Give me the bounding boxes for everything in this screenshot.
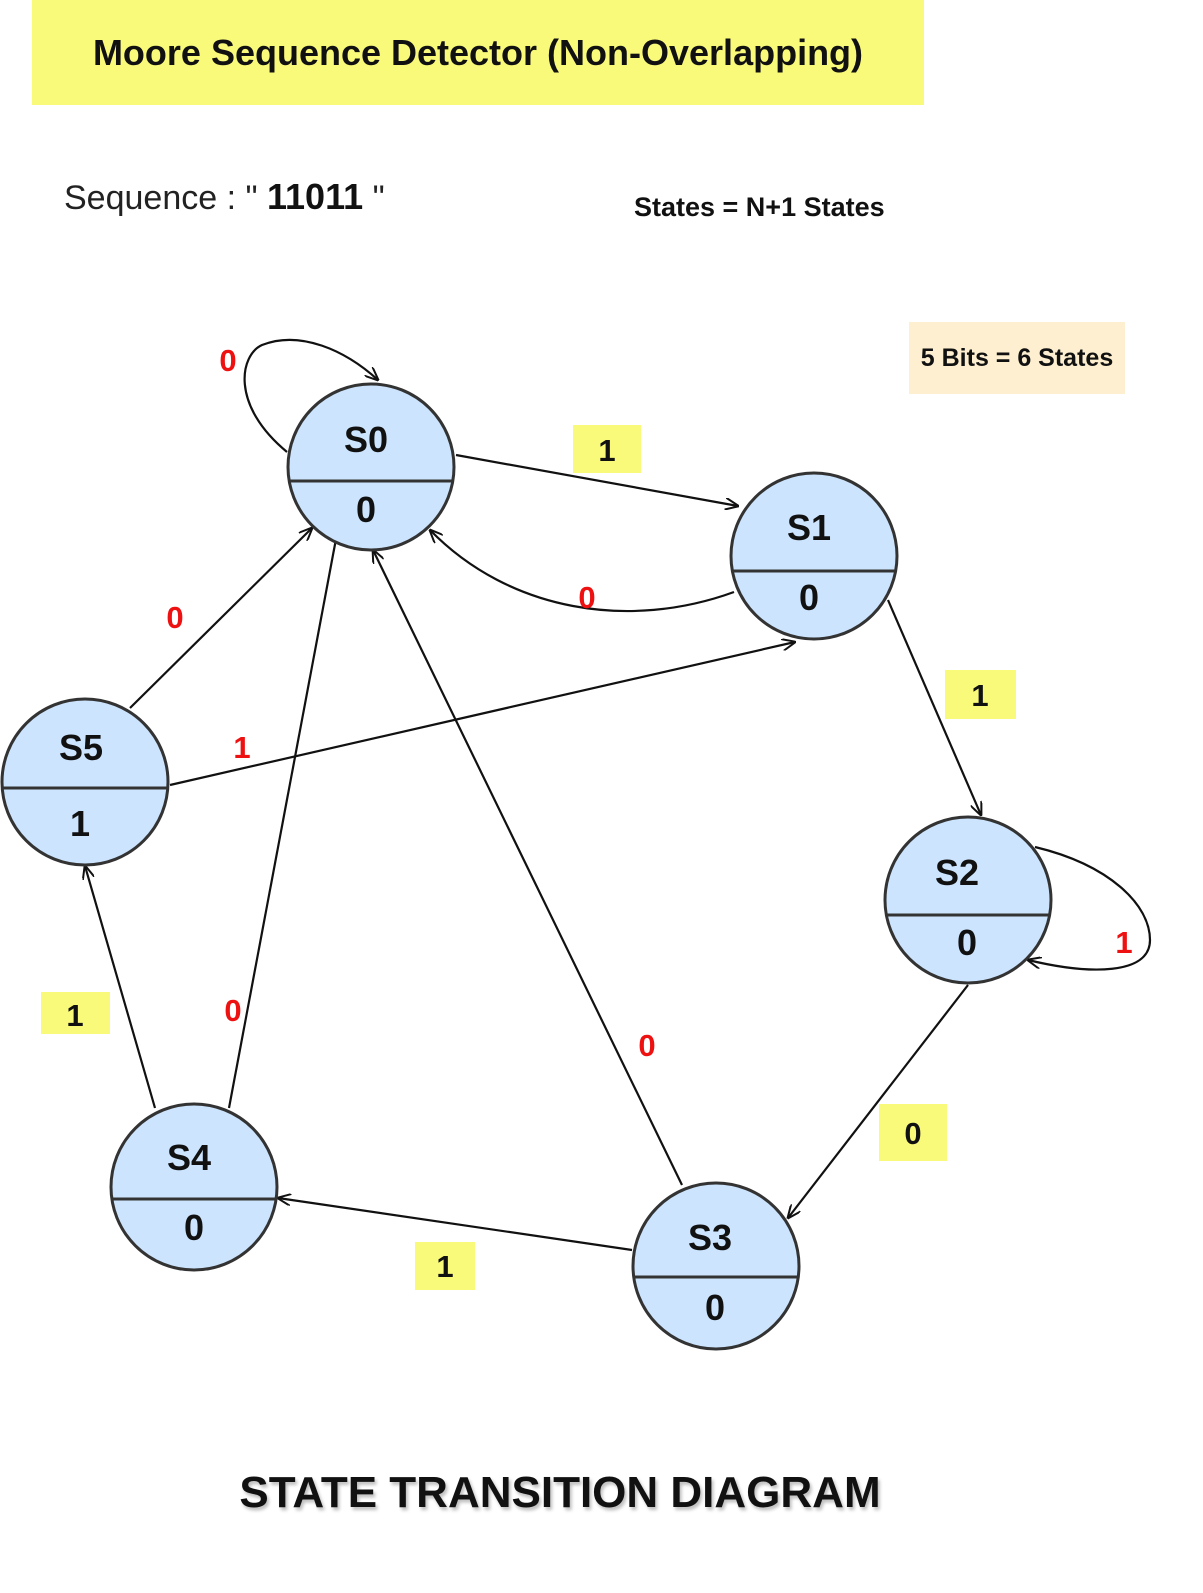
state-s1-output: 0 [799, 577, 819, 618]
state-s0-circle [286, 382, 456, 552]
edge-s4-s5 [85, 866, 157, 1109]
state-s4-circle [109, 1102, 279, 1272]
sequence-prefix: Sequence : " [64, 179, 267, 217]
edge-s4-s0 [227, 523, 339, 1109]
label-bg-s3-s4 [415, 1242, 475, 1290]
state-s3: S3 0 [631, 1181, 801, 1351]
edge-s5-s0 [129, 528, 312, 709]
bits-note: 5 Bits = 6 States [920, 343, 1114, 372]
state-s4-output: 0 [184, 1207, 204, 1248]
label-s1-s0: 0 [578, 580, 595, 615]
label-s2-s3: 0 [904, 1116, 921, 1151]
label-bg-s1-s2 [945, 670, 1016, 719]
edge-s5-s1 [169, 642, 795, 787]
label-s4-s5: 1 [66, 998, 83, 1033]
state-s3-name: S3 [688, 1217, 732, 1258]
label-bg-s2-s3 [879, 1104, 947, 1161]
transition-edges [85, 338, 1152, 1252]
label-s3-s4: 1 [436, 1249, 453, 1284]
states-rule: States = N+1 States [634, 192, 885, 222]
sequence-value: 11011 [267, 176, 364, 217]
bits-note-box: 5 Bits = 6 States [909, 322, 1125, 394]
diagram-caption: STATE TRANSITION DIAGRAM [239, 1468, 881, 1517]
state-s2-output: 0 [957, 922, 977, 963]
state-s1-circle [729, 471, 899, 641]
edge-s2-s2 [1028, 845, 1152, 971]
state-nodes: S0 0 S1 0 S2 0 S3 0 S4 0 [0, 382, 1053, 1351]
label-s5-s0: 0 [166, 600, 183, 635]
label-s0-s0: 0 [219, 343, 236, 378]
sequence-suffix: " [363, 179, 385, 217]
label-bg-s4-s5 [41, 992, 110, 1034]
state-s3-circle [631, 1181, 801, 1351]
state-s5: S5 1 [0, 697, 170, 867]
edge-s1-s0 [430, 530, 735, 613]
state-s5-name: S5 [59, 727, 103, 768]
label-s5-s1: 1 [233, 730, 250, 765]
edge-s0-s1 [455, 453, 738, 506]
state-s2: S2 0 [883, 815, 1053, 985]
label-s3-s0: 0 [638, 1028, 655, 1063]
state-s0: S0 0 [286, 382, 456, 552]
edge-s2-s3 [788, 984, 969, 1218]
label-s0-s1: 1 [598, 433, 615, 468]
state-s1: S1 0 [729, 471, 899, 641]
state-s4: S4 0 [109, 1102, 279, 1272]
sequence-line: Sequence : " 11011 " [64, 176, 385, 218]
state-s2-circle [883, 815, 1053, 985]
edge-s0-s0 [243, 338, 378, 453]
state-s3-output: 0 [705, 1287, 725, 1328]
state-s0-output: 0 [356, 489, 376, 530]
transition-labels: 0 1 0 1 1 0 0 1 0 1 0 1 [41, 343, 1133, 1290]
state-s5-output: 1 [70, 803, 90, 844]
state-s4-name: S4 [167, 1137, 211, 1178]
edge-s3-s4 [278, 1198, 633, 1252]
state-s2-name: S2 [935, 852, 979, 893]
edge-s1-s2 [886, 599, 981, 815]
state-s0-name: S0 [344, 419, 388, 460]
state-s5-circle [0, 697, 170, 867]
edge-s3-s0 [373, 550, 683, 1186]
page-title: Moore Sequence Detector (Non-Overlapping… [92, 31, 864, 73]
title-banner: Moore Sequence Detector (Non-Overlapping… [32, 0, 924, 105]
label-s4-s0: 0 [224, 993, 241, 1028]
state-s1-name: S1 [787, 507, 831, 548]
label-s1-s2: 1 [971, 678, 988, 713]
label-s2-s2: 1 [1115, 925, 1132, 960]
label-bg-s0-s1 [573, 425, 641, 473]
